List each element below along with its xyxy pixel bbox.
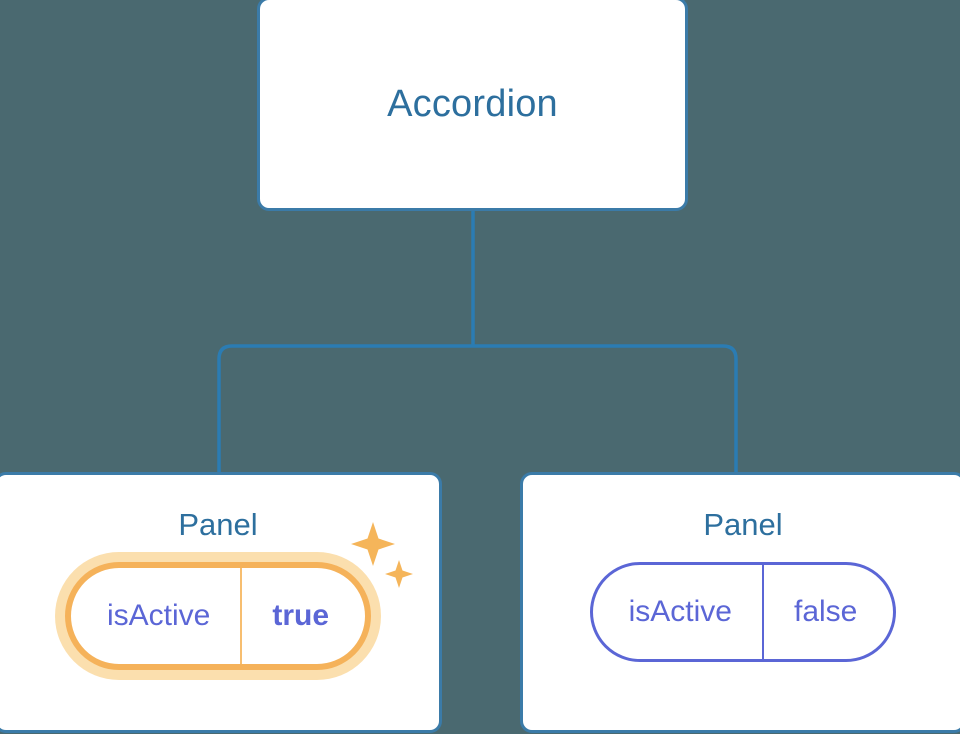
prop-pill-wrap-0: isActive true xyxy=(64,522,414,670)
node-panel-1[interactable]: Panel isActive false xyxy=(520,472,960,733)
connector-to-child-0 xyxy=(217,344,473,473)
prop-key-1: isActive xyxy=(628,595,732,628)
node-title-accordion: Accordion xyxy=(387,83,558,125)
node-accordion[interactable]: Accordion xyxy=(257,0,688,211)
sparkle-large-icon xyxy=(351,522,396,566)
prop-value-0: true xyxy=(240,568,365,664)
prop-pill-wrap-1: isActive false xyxy=(589,562,897,662)
prop-value-1: false xyxy=(761,565,893,659)
prop-pill-isactive-0[interactable]: isActive true xyxy=(64,562,372,670)
sparkle-small-icon xyxy=(385,560,414,588)
connector-to-child-1 xyxy=(473,344,738,473)
node-title-panel-0: Panel xyxy=(178,507,258,542)
prop-key-0: isActive xyxy=(106,599,211,632)
prop-pill-isactive-1[interactable]: isActive false xyxy=(589,562,897,662)
node-title-panel-1: Panel xyxy=(703,507,783,542)
node-panel-0[interactable]: Panel isActive true xyxy=(0,472,442,733)
